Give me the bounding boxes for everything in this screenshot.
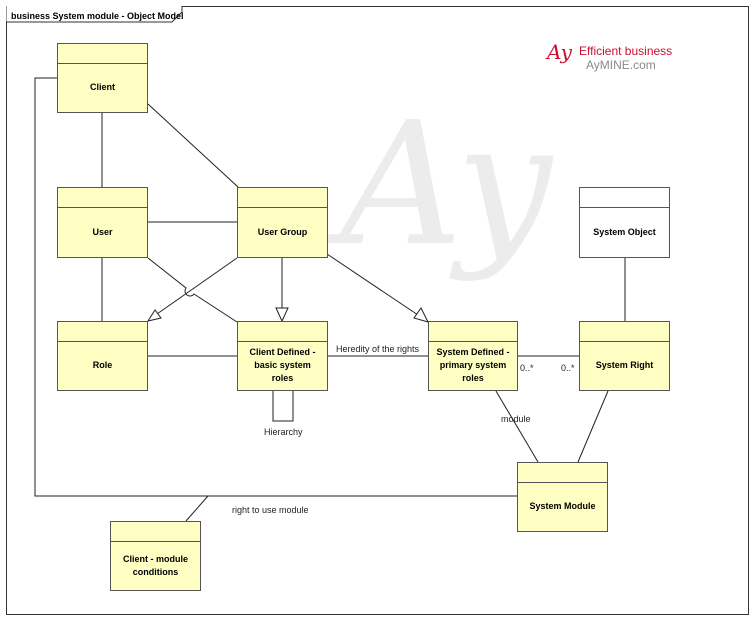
assoc-hierarchy-loop (272, 391, 294, 422)
generalization-usergroup-systemdefined (326, 253, 419, 316)
assoc-class-link (185, 495, 209, 522)
assoc-client-systemmodule (34, 77, 517, 497)
heredity-label: Heredity of the rights (336, 344, 420, 354)
frame-title-tab (6, 6, 183, 23)
assoc-client-usergroup (147, 103, 239, 188)
generalization-arrow-clientdefined (275, 307, 289, 323)
class-system-defined-roles[interactable]: System Defined - primary system roles (428, 321, 518, 391)
generalization-arrow-role (146, 309, 162, 322)
right-to-use-label: right to use module (232, 505, 309, 515)
class-name: User (92, 226, 113, 237)
class-name: System Right (595, 360, 654, 370)
class-name: Role (92, 360, 113, 370)
brand-name: Efficient business (579, 44, 673, 58)
class-client-defined-roles[interactable]: Client Defined - basic system roles (237, 321, 328, 391)
class-client-module-conditions[interactable]: Client - module conditions (110, 521, 201, 591)
assoc-user-clientdefined (147, 257, 238, 323)
class-name: Client Defined - basic system roles (249, 347, 316, 383)
class-user[interactable]: User (57, 187, 148, 258)
class-client[interactable]: Client (57, 43, 148, 113)
watermark-logo: Ay (340, 86, 552, 284)
generalization-usergroup-role (156, 257, 238, 315)
hierarchy-label: Hierarchy (264, 427, 303, 437)
assoc-systemright-systemmodule (577, 390, 609, 463)
generalization-arrow-systemdefined (413, 307, 429, 323)
class-system-right[interactable]: System Right (579, 321, 670, 391)
brand-logo-icon: Ay (547, 40, 572, 64)
brand-url: AyMINE.com (586, 58, 656, 72)
class-system-object[interactable]: System Object (579, 187, 670, 258)
assoc-systemdefined-systemmodule (495, 390, 539, 463)
class-name: Client (89, 82, 115, 92)
class-user-group[interactable]: User Group (237, 187, 328, 258)
class-name: User Group (257, 226, 308, 237)
class-name: System Module (529, 501, 596, 511)
diagram-title: business System module - Object Model (11, 11, 184, 21)
class-name: System Defined - primary system roles (436, 347, 510, 383)
class-name: System Object (593, 226, 656, 237)
class-role[interactable]: Role (57, 321, 148, 391)
multiplicity-left: 0..* (520, 363, 534, 373)
module-label: module (501, 414, 531, 424)
class-system-module[interactable]: System Module (517, 462, 608, 532)
multiplicity-right: 0..* (561, 363, 575, 373)
class-name: Client - module conditions (123, 553, 188, 577)
